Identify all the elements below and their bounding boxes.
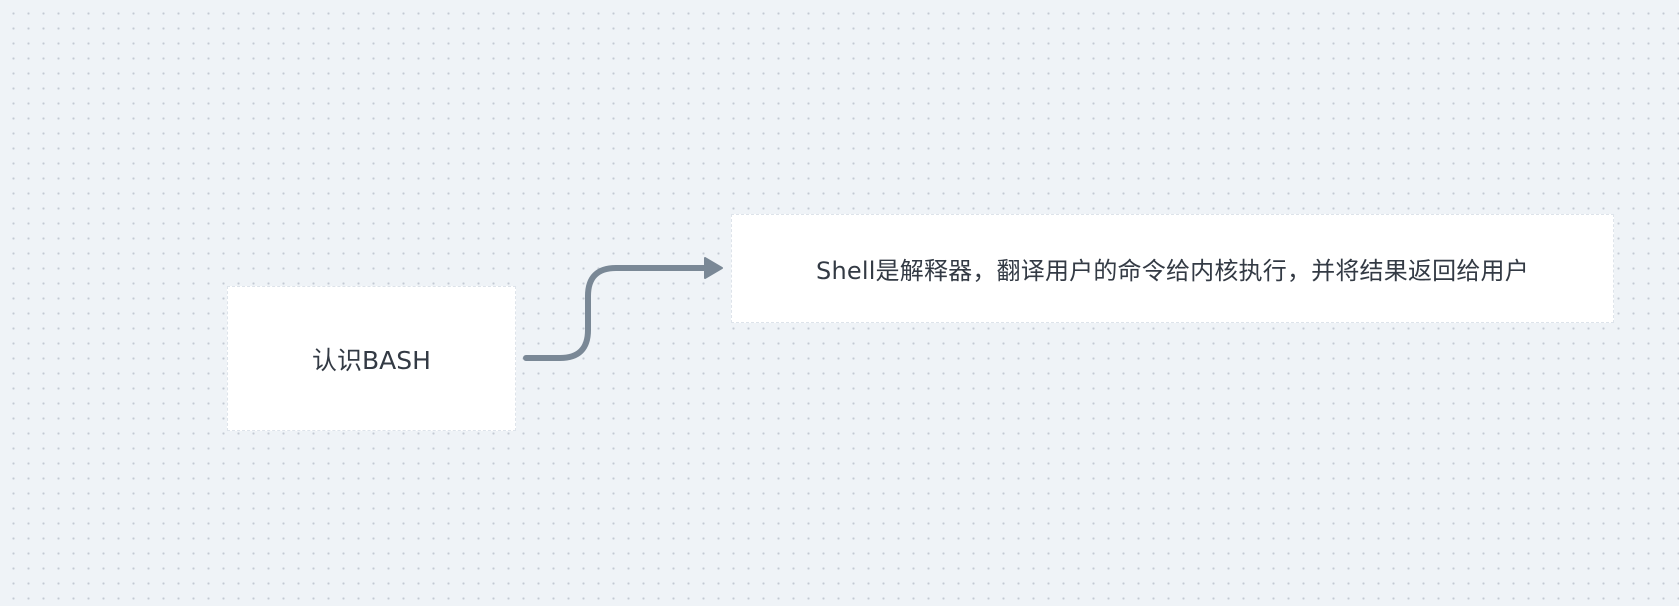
connector-line xyxy=(523,265,715,361)
root-topic-node[interactable]: 认识BASH xyxy=(227,286,516,431)
subtopic-node[interactable]: Shell是解释器，翻译用户的命令给内核执行，并将结果返回给用户 xyxy=(731,214,1614,323)
root-topic-label: 认识BASH xyxy=(312,345,431,375)
subtopic-label: Shell是解释器，翻译用户的命令给内核执行，并将结果返回给用户 xyxy=(816,257,1529,285)
connector-arrowhead xyxy=(704,257,723,279)
